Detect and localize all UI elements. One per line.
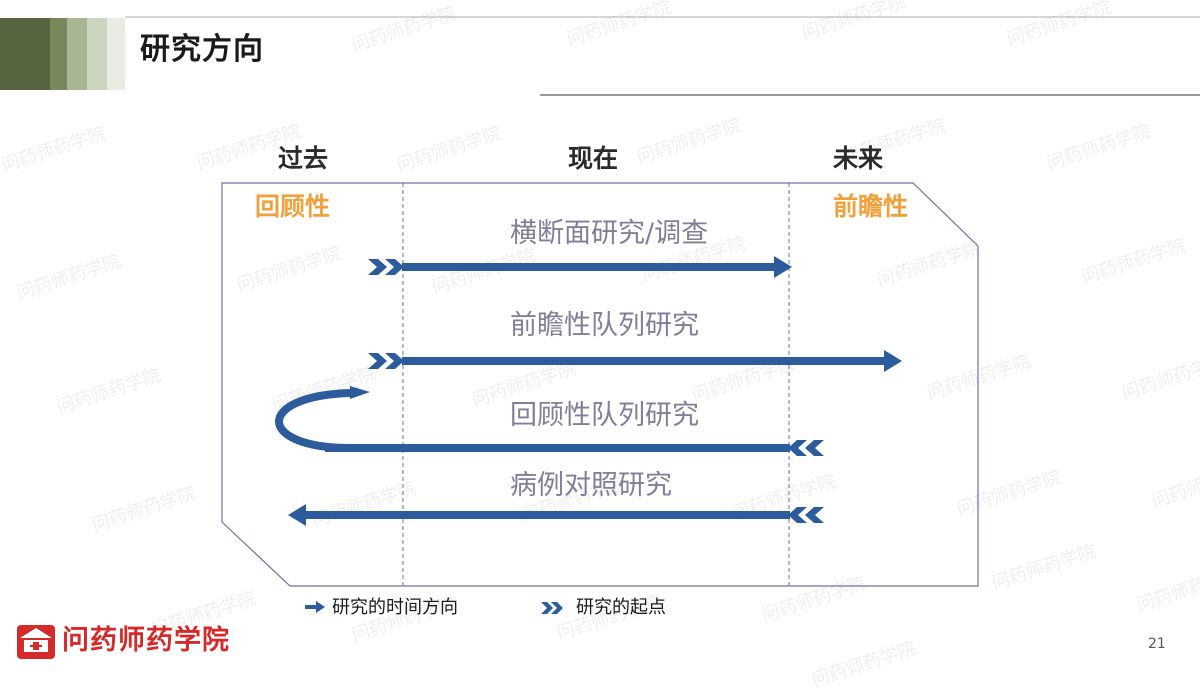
- logo-text: 问药师药学院: [62, 625, 230, 656]
- future-label: 未来: [833, 144, 884, 173]
- double-chevron-icon: [368, 259, 404, 275]
- header-bottom-rule: [540, 94, 1200, 96]
- cross-sectional-arrow: [402, 256, 792, 278]
- legend-direction-label: 研究的时间方向: [332, 597, 458, 618]
- school-logo-icon: [17, 625, 55, 659]
- page-title: 研究方向: [140, 32, 264, 67]
- header-color-block: [67, 18, 87, 90]
- page-number: 21: [1148, 636, 1166, 652]
- present-label: 现在: [568, 144, 619, 173]
- diagram-frame: [221, 182, 979, 587]
- case-control-label: 病例对照研究: [510, 470, 672, 501]
- legend-start-label: 研究的起点: [576, 597, 666, 618]
- study-direction-diagram: [17, 182, 979, 659]
- double-chevron-icon: [788, 440, 824, 456]
- prospective-cohort-arrow: [402, 350, 902, 372]
- header-top-rule: [125, 16, 1200, 18]
- prospective-label: 前瞻性: [833, 192, 909, 221]
- retrospective-cohort-label: 回顾性队列研究: [510, 400, 699, 431]
- cross-sectional-label: 横断面研究/调查: [510, 218, 709, 249]
- header-color-block: [0, 18, 50, 90]
- retrospective-cohort-arrow: [275, 386, 790, 452]
- double-chevron-icon: [788, 507, 824, 523]
- double-chevron-icon: [541, 602, 563, 614]
- prospective-cohort-label: 前瞻性队列研究: [510, 310, 699, 341]
- header-color-block: [107, 18, 125, 90]
- retrospective-label: 回顾性: [255, 192, 331, 221]
- case-control-arrow: [288, 504, 790, 526]
- double-chevron-icon: [368, 353, 404, 369]
- header-color-block: [87, 18, 107, 90]
- past-label: 过去: [278, 144, 329, 173]
- header-color-block: [50, 18, 67, 90]
- arrow-right-icon: [305, 601, 325, 613]
